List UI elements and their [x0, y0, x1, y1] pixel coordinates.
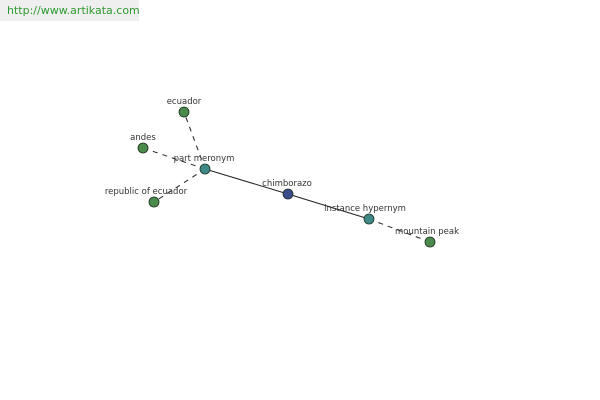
node-republic-of-ecuador[interactable] — [148, 196, 160, 208]
node-instance-hypernym[interactable] — [363, 213, 375, 225]
node-chimborazo[interactable] — [282, 188, 294, 200]
edge-part-meronym-to-chimborazo — [204, 168, 289, 195]
node-label-andes: andes — [130, 133, 156, 143]
graph-edges — [142, 111, 431, 243]
node-mountain-peak[interactable] — [424, 236, 436, 248]
node-ecuador[interactable] — [178, 106, 190, 118]
node-part-meronym[interactable] — [199, 163, 211, 175]
node-andes[interactable] — [137, 142, 149, 154]
url-banner: http://www.artikata.com — [0, 0, 140, 21]
edge-part-meronym-to-ecuador — [183, 111, 206, 170]
edge-instance-hypernym-to-mountain-peak — [368, 218, 431, 243]
node-label-republic-of-ecuador: republic of ecuador — [105, 187, 188, 197]
node-label-chimborazo: chimborazo — [262, 179, 312, 189]
node-label-part-meronym: part meronym — [174, 154, 235, 164]
edge-part-meronym-to-republic-of-ecuador — [153, 168, 206, 203]
node-label-ecuador: ecuador — [167, 97, 202, 107]
site-url-link[interactable]: http://www.artikata.com — [7, 4, 140, 17]
node-label-instance-hypernym: instance hypernym — [324, 204, 406, 214]
edge-chimborazo-to-instance-hypernym — [287, 193, 370, 220]
node-label-mountain-peak: mountain peak — [395, 227, 459, 237]
graph-nodes: chimborazo part meronym instance hypernym e… — [105, 97, 459, 248]
edge-part-meronym-to-andes — [142, 147, 206, 170]
